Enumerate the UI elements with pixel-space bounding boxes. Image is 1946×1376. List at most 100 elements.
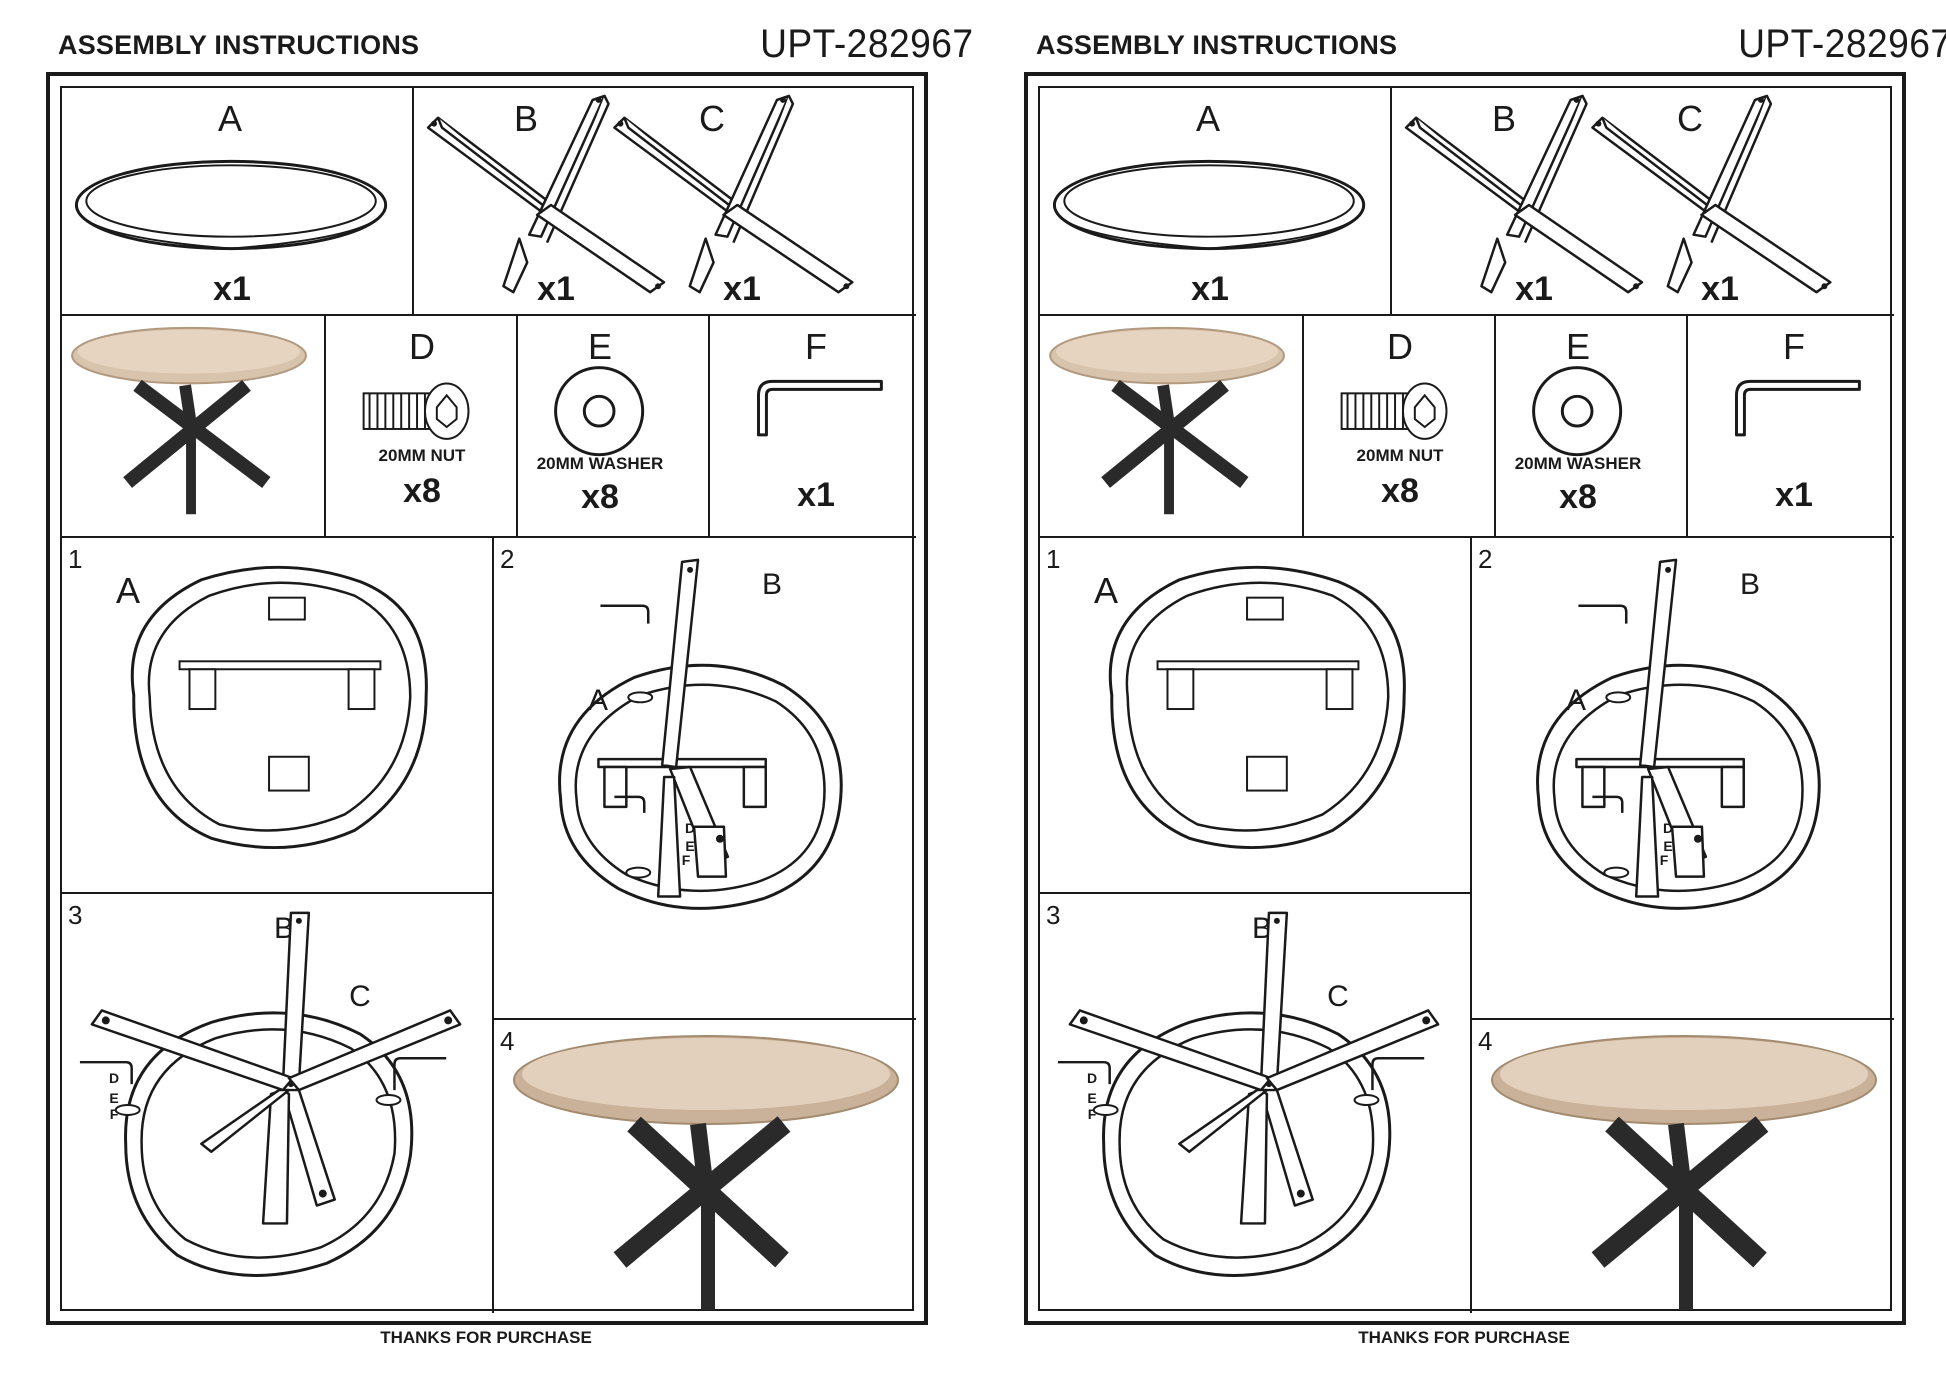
- step-number: 2: [500, 544, 515, 574]
- part-d-cell: D 20MM NUT x8: [326, 316, 518, 538]
- step-part-label: A: [1093, 570, 1118, 611]
- tabletop-underside-icon: [1108, 565, 1406, 849]
- step-number: 2: [1478, 544, 1493, 574]
- footer-text: THANKS FOR PURCHASE: [1358, 1328, 1570, 1347]
- product-code: UPT-282967: [760, 22, 974, 66]
- step-part-label: B: [761, 568, 782, 601]
- part-caption: 20MM WASHER: [536, 454, 664, 473]
- part-quantity: x1: [537, 270, 575, 308]
- part-f-cell: F x1: [710, 316, 916, 538]
- instruction-grid: A x1 B: [60, 86, 916, 1313]
- tabletop-underside-icon: [130, 565, 428, 849]
- instruction-grid: A x1 B: [1038, 86, 1894, 1313]
- footer-text: THANKS FOR PURCHASE: [380, 1328, 592, 1347]
- sheet-title: ASSEMBLY INSTRUCTIONS: [1036, 30, 1398, 60]
- part-label: A: [217, 98, 242, 139]
- instruction-sheet: ASSEMBLY INSTRUCTIONS UPT-282967 A x1: [1022, 0, 1946, 1376]
- washer-icon: [1532, 366, 1623, 457]
- assembled-table-icon: [1049, 326, 1285, 515]
- sheet-title: ASSEMBLY INSTRUCTIONS: [58, 30, 420, 60]
- part-bc-cell: B x1 C x1: [1392, 88, 1894, 316]
- part-quantity: x1: [723, 270, 761, 308]
- instruction-sheet: ASSEMBLY INSTRUCTIONS UPT-282967 A x1: [44, 0, 974, 1376]
- instruction-frame: A x1 B: [1024, 72, 1906, 1325]
- step-2-panel: 2 B A D E F: [1472, 538, 1894, 1020]
- step-part-label: E: [1087, 1090, 1097, 1106]
- step-part-label: B: [1739, 568, 1760, 601]
- step-4-panel: 4: [494, 1020, 916, 1313]
- step-number: 1: [1046, 544, 1061, 574]
- step-4-panel: 4: [1472, 1020, 1894, 1313]
- part-quantity: x1: [1701, 270, 1739, 308]
- finished-table-image: [513, 1035, 899, 1310]
- part-quantity: x8: [1381, 472, 1419, 510]
- step-1-panel: 1 A: [62, 538, 494, 894]
- step-part-label: E: [685, 838, 695, 854]
- assembled-table-cell: [62, 316, 326, 538]
- bolt-icon: [1340, 382, 1448, 440]
- step-part-label: D: [1662, 820, 1674, 836]
- attach-leg-c-diagram: [79, 911, 462, 1277]
- part-label: C: [1677, 98, 1703, 139]
- step-1-panel: 1 A: [1040, 538, 1472, 894]
- part-quantity: x1: [213, 270, 251, 308]
- step-3-panel: 3 B C D E F: [62, 894, 494, 1313]
- step-number: 3: [68, 900, 83, 930]
- attach-leg-b-diagram: [1536, 558, 1821, 910]
- hex-key-icon: [757, 379, 883, 437]
- step-part-label: F: [681, 852, 691, 868]
- step-number: 1: [68, 544, 83, 574]
- part-caption: 20MM WASHER: [1514, 454, 1642, 473]
- part-label: F: [805, 326, 827, 367]
- attach-leg-b-diagram: [558, 558, 843, 910]
- part-label: B: [513, 98, 538, 139]
- step-part-label: D: [108, 1070, 120, 1086]
- step-part-label: E: [1663, 838, 1673, 854]
- part-e-cell: E 20MM WASHER x8: [518, 316, 710, 538]
- step-part-label: F: [109, 1106, 119, 1122]
- part-f-cell: F x1: [1688, 316, 1894, 538]
- part-bc-cell: B x1 C x1: [414, 88, 916, 316]
- tabletop-outline-icon: [74, 159, 388, 251]
- part-label: E: [587, 326, 612, 367]
- part-quantity: x1: [1775, 476, 1813, 514]
- step-3-panel: 3 B C D E F: [1040, 894, 1472, 1313]
- step-part-label: A: [115, 570, 140, 611]
- cross-leg-frames-icon: [426, 94, 854, 294]
- part-e-cell: E 20MM WASHER x8: [1496, 316, 1688, 538]
- step-number: 4: [1478, 1026, 1493, 1056]
- cross-leg-frames-icon: [1404, 94, 1832, 294]
- finished-table-image: [1491, 1035, 1877, 1310]
- part-d-cell: D 20MM NUT x8: [1304, 316, 1496, 538]
- part-a-cell: A x1: [62, 88, 414, 316]
- step-number: 3: [1046, 900, 1061, 930]
- part-caption: 20MM NUT: [1356, 446, 1444, 465]
- step-part-label: C: [349, 980, 371, 1013]
- part-label: A: [1195, 98, 1220, 139]
- part-quantity: x1: [1191, 270, 1229, 308]
- step-part-label: C: [1327, 980, 1349, 1013]
- part-caption: 20MM NUT: [378, 446, 466, 465]
- hex-key-icon: [1735, 379, 1861, 437]
- part-quantity: x8: [403, 472, 441, 510]
- part-label: D: [1387, 326, 1413, 367]
- step-part-label: D: [684, 820, 696, 836]
- step-part-label: D: [1086, 1070, 1098, 1086]
- instruction-frame: A x1 B: [46, 72, 928, 1325]
- step-2-panel: 2 B A D E F: [494, 538, 916, 1020]
- assembled-table-icon: [71, 326, 307, 515]
- part-label: B: [1491, 98, 1516, 139]
- part-label: E: [1565, 326, 1590, 367]
- washer-icon: [554, 366, 645, 457]
- part-a-cell: A x1: [1040, 88, 1392, 316]
- part-label: D: [409, 326, 435, 367]
- part-quantity: x1: [1515, 270, 1553, 308]
- part-quantity: x1: [797, 476, 835, 514]
- part-label: F: [1783, 326, 1805, 367]
- part-quantity: x8: [581, 478, 619, 516]
- bolt-icon: [362, 382, 470, 440]
- assembled-table-cell: [1040, 316, 1304, 538]
- step-number: 4: [500, 1026, 515, 1056]
- product-code: UPT-282967: [1738, 22, 1946, 66]
- attach-leg-c-diagram: [1057, 911, 1440, 1277]
